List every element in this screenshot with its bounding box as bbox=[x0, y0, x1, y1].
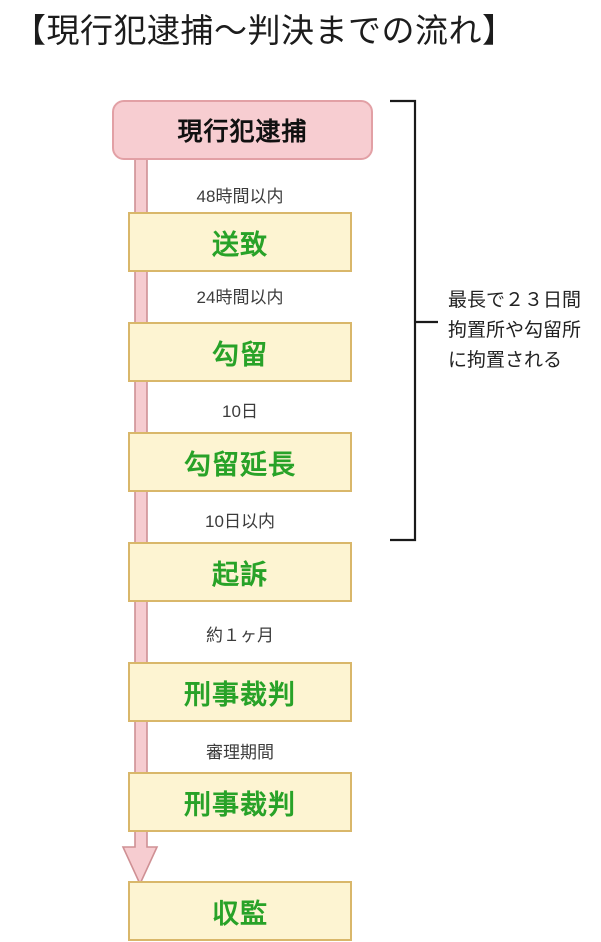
flow-node-arrest: 現行犯逮捕 bbox=[112, 100, 373, 160]
edge-label-48h: 48時間以内 bbox=[196, 187, 284, 206]
flow-node-keiji-saiban-2: 刑事裁判 bbox=[128, 772, 352, 832]
page-title: 【現行犯逮捕～判決までの流れ】 bbox=[13, 12, 516, 49]
detention-note-line: 最長で２３日間 bbox=[448, 290, 582, 311]
bracket-outline bbox=[390, 99, 417, 542]
flow-node-kiso: 起訴 bbox=[128, 542, 352, 602]
edge-label-10days: 10日 bbox=[222, 402, 258, 421]
flow-node-souchi: 送致 bbox=[128, 212, 352, 272]
flow-node-keiji-saiban-1: 刑事裁判 bbox=[128, 662, 352, 722]
flow-node-shuukan: 収監 bbox=[128, 881, 352, 941]
detention-note-line: 拘置所や勾留所 bbox=[448, 320, 582, 341]
detention-note: 最長で２３日間 拘置所や勾留所 に拘置される bbox=[448, 286, 601, 376]
edge-label-24h: 24時間以内 bbox=[196, 288, 284, 307]
detention-period-bracket-icon bbox=[390, 99, 438, 542]
flow-node-kouryuu: 勾留 bbox=[128, 322, 352, 382]
detention-note-line: に拘置される bbox=[448, 350, 563, 371]
edge-label-within-10days: 10日以内 bbox=[205, 512, 275, 531]
flow-node-kouryuu-enchou: 勾留延長 bbox=[128, 432, 352, 492]
edge-label-about-1month: 約１ヶ月 bbox=[206, 626, 274, 645]
edge-label-trial-period: 審理期間 bbox=[206, 743, 274, 762]
